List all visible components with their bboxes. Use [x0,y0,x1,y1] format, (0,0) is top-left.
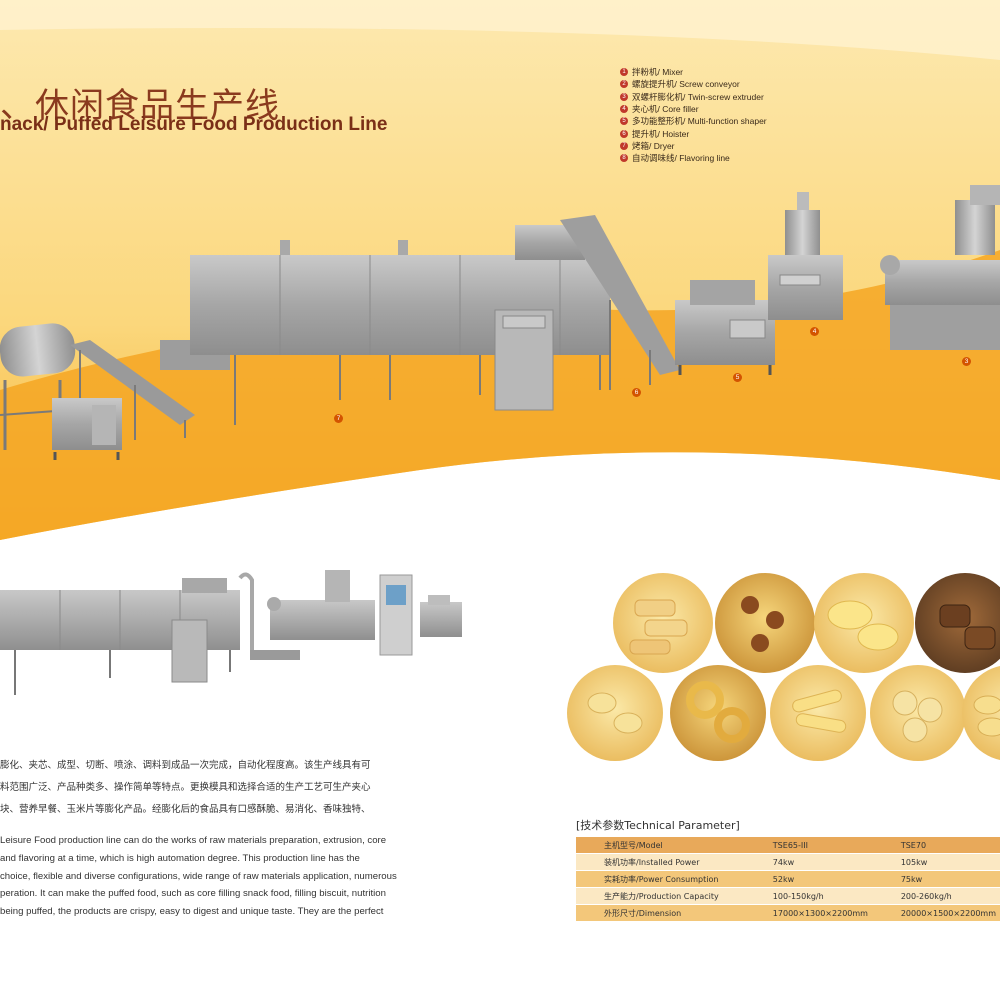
param-label: 生产能力/Production Capacity [576,887,769,905]
legend-item: 7 烤箱/ Dryer [620,140,767,152]
page-title-cn: 、休闲食品生产线 [0,86,280,126]
legend-number: 4 [620,105,628,114]
snack-cheese-puffs [814,573,914,673]
param-value-tse70: 105kw [896,853,1000,871]
param-value-tse70: 20000×1500×2200mm [896,904,1000,921]
legend-item: 2 螺旋提升机/ Screw conveyor [620,78,767,90]
description-en-line: peration. It can make the puffed food, s… [0,888,386,899]
legend-label: 夹心机/ Core filler [632,104,699,115]
technical-parameter-title: [技术参数Technical Parameter] [576,819,740,832]
legend-label: 拌粉机/ Mixer [632,67,684,78]
legend-number: 3 [620,92,628,101]
multi-function-shaper [675,280,775,375]
snack-chocolate-pillows [915,573,1000,673]
marker-hoister: 6 [632,388,641,397]
equipment-legend: 1 拌粉机/ Mixer 2 螺旋提升机/ Screw conveyor 3 双螺杆膨… [620,66,767,164]
snack-product-gallery [567,573,1000,761]
legend-item: 5 多功能整形机/ Multi-function shaper [620,115,767,127]
snack-rings [670,665,766,761]
legend-label: 多功能整形机/ Multi-function shaper [632,116,767,127]
mixer [52,398,122,460]
legend-label: 烤箱/ Dryer [632,140,675,151]
legend-item: 6 提升机/ Hoister [620,127,767,139]
description-en-line: Leisure Food production line can do the … [0,835,387,846]
param-value-tse65: TSE65-III [768,836,897,854]
table-row: 外形尺寸/Dimension 17000×1300×2200mm 20000×1… [576,904,1000,921]
legend-item: 4 夹心机/ Core filler [620,103,767,115]
legend-number: 2 [620,80,628,89]
legend-number: 7 [620,141,628,150]
legend-number: 8 [620,154,628,163]
marker-core-filler: 4 [810,327,819,336]
description-cn-line: 料范围广泛、产品种类多、操作简单等特点。更换模具和选择合适的生产工艺可生产夹心 [0,782,371,793]
snack-corn-balls [870,665,966,761]
legend-item: 8 自动调味线/ Flavoring line [620,152,767,164]
description-en-line: choice, flexible and diverse configurati… [0,871,397,882]
param-value-tse65: 17000×1300×2200mm [768,904,897,921]
table-row: 实耗功率/Power Consumption 52kw 75kw [576,870,1000,888]
description-cn-line: 膨化、夹芯、成型、切断、喷涂、调料到成品一次完成，自动化程度高。该生产线具有可 [0,760,371,771]
description-en-line: being puffed, the products are crispy, e… [0,906,384,917]
legend-number: 5 [620,117,628,126]
dryer-oven [160,240,610,425]
param-value-tse70: TSE70 [896,836,1000,854]
technical-parameter-table: 主机型号/Model TSE65-III TSE70 装机功率/Installe… [576,836,1000,921]
legend-label: 自动调味线/ Flavoring line [632,153,730,164]
snack-shell-puffs [567,665,663,761]
param-label: 外形尺寸/Dimension [576,904,769,921]
description-cn-line: 块、营养早餐、玉米片等膨化产品。经膨化后的食品具有口感酥脆、易消化、香味独特、 [0,804,371,815]
legend-label: 提升机/ Hoister [632,128,690,139]
legend-number: 1 [620,68,628,77]
param-value-tse65: 100-150kg/h [768,887,897,905]
param-value-tse70: 200-260kg/h [896,887,1000,905]
table-row: 装机功率/Installed Power 74kw 105kw [576,853,1000,871]
param-label: 实耗功率/Power Consumption [576,870,769,888]
snack-corn-sticks [770,665,866,761]
twin-screw-extruder [880,185,1000,350]
legend-item: 3 双螺杆膨化机/ Twin-screw extruder [620,91,767,103]
legend-label: 螺旋提升机/ Screw conveyor [632,79,740,90]
snack-filled-rolls [715,573,815,673]
legend-number: 6 [620,129,628,138]
marker-dryer: 7 [334,414,343,423]
param-value-tse65: 52kw [768,870,897,888]
marker-extruder: 3 [962,357,971,366]
param-value-tse70: 75kw [896,870,1000,888]
legend-label: 双螺杆膨化机/ Twin-screw extruder [632,91,764,102]
page-title-en: nack/ Puffed Leisure Food Production Lin… [0,114,388,135]
description-en-line: and flavoring at a time, which is high a… [0,853,360,864]
legend-item: 1 拌粉机/ Mixer [620,66,767,78]
production-line-illustration [0,185,1000,460]
hoister [515,215,680,390]
param-label: 装机功率/Installed Power [576,853,769,871]
core-filler [768,192,843,320]
param-label: 主机型号/Model [576,836,769,854]
table-row: 主机型号/Model TSE65-III TSE70 [576,836,1000,854]
snack-pillow-wafers [613,573,713,673]
snack-puffed-pieces [962,666,1000,760]
param-value-tse65: 74kw [768,853,897,871]
production-line-photo-2 [0,570,462,695]
table-row: 生产能力/Production Capacity 100-150kg/h 200… [576,887,1000,905]
marker-shaper: 5 [733,373,742,382]
